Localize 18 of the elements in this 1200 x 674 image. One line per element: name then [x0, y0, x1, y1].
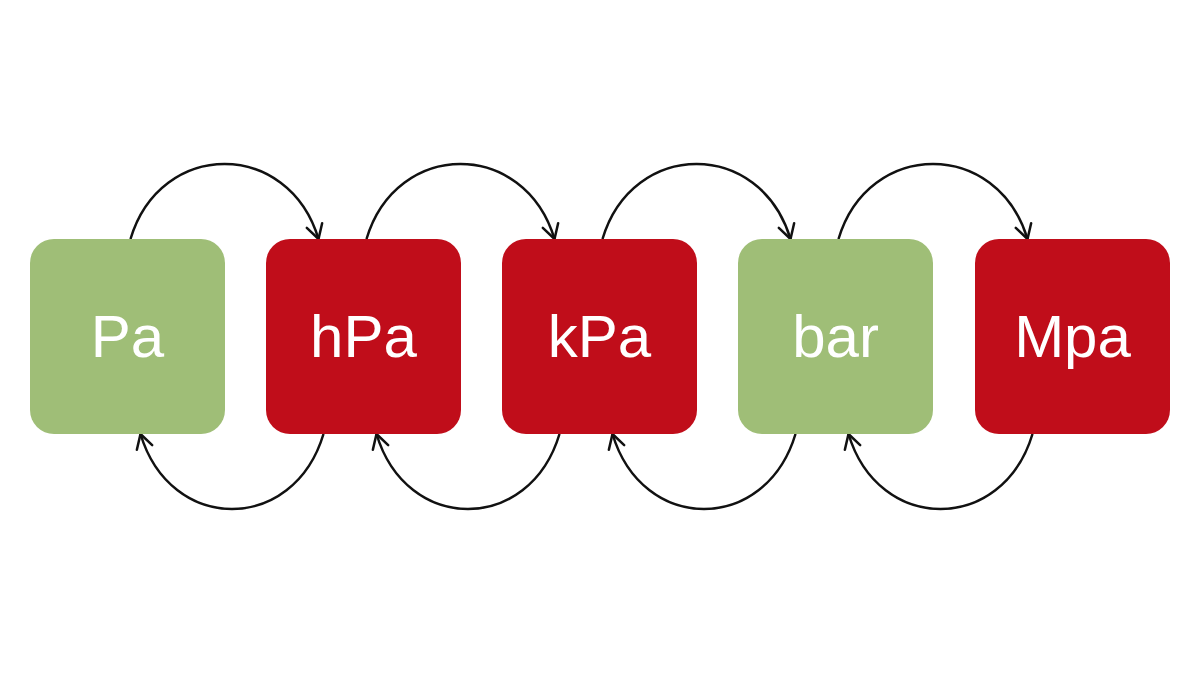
unit-box	[266, 239, 461, 434]
curved-arrow	[601, 162, 794, 241]
curved-arrow	[137, 432, 325, 511]
curved-arrow	[845, 432, 1034, 511]
unit-box	[30, 239, 225, 434]
unit-label: hPa	[310, 306, 417, 367]
unit-label: bar	[792, 306, 879, 367]
unit-box	[738, 239, 933, 434]
curved-arrow	[129, 162, 322, 241]
curved-arrow	[365, 162, 558, 241]
unit-box	[975, 239, 1170, 434]
unit-label: Mpa	[1014, 306, 1131, 367]
unit-label: Pa	[90, 306, 165, 367]
unit-box	[502, 239, 697, 434]
curved-arrow	[609, 432, 797, 511]
curved-arrow	[373, 432, 561, 511]
unit-label: kPa	[547, 306, 652, 367]
curved-arrow	[837, 162, 1031, 241]
